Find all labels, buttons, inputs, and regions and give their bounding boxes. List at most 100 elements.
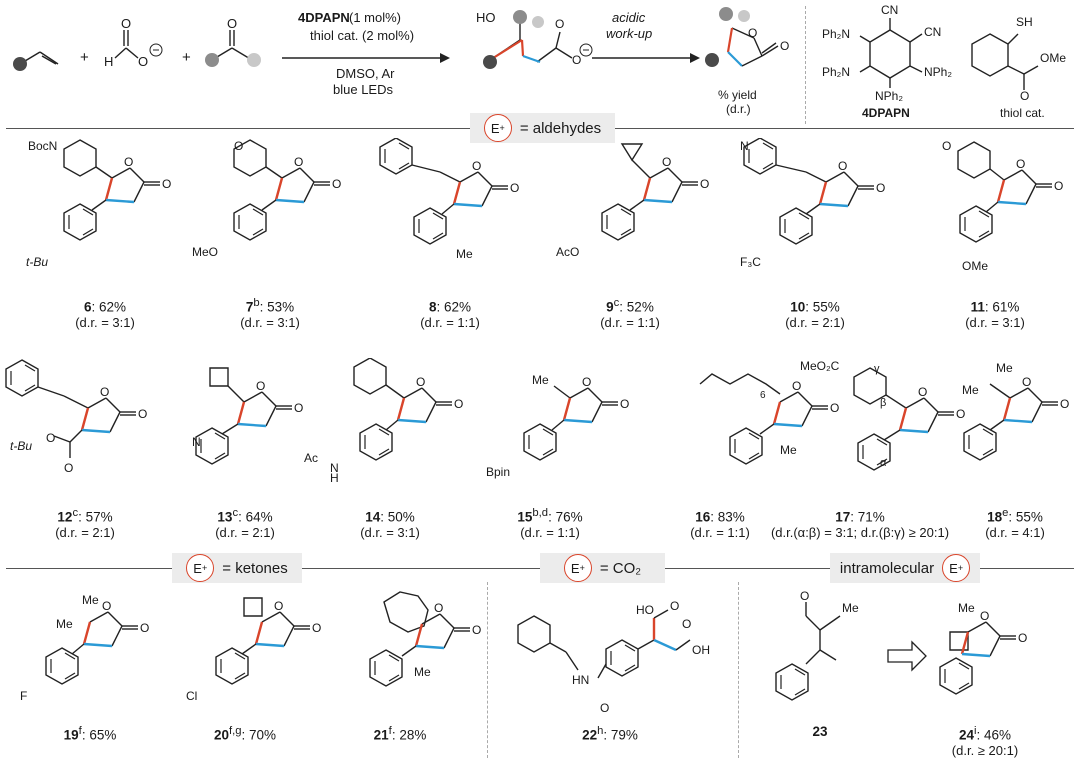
workup-label-2: work-up xyxy=(606,26,652,41)
svg-text:α: α xyxy=(880,457,887,469)
compound-12: O O t-Bu xyxy=(5,359,149,475)
svg-text:O: O xyxy=(942,139,951,153)
compound-15: Me Bpin xyxy=(486,373,631,479)
svg-text:N: N xyxy=(330,461,339,475)
svg-text:O: O xyxy=(64,461,73,475)
carbonyl-ball-1 xyxy=(205,53,219,67)
alkene-ball xyxy=(13,57,27,71)
svg-text:Me: Me xyxy=(456,247,473,261)
carbonyl-reagent xyxy=(211,30,253,61)
intermediate-ball-1 xyxy=(513,10,527,24)
compound-11: O OMe xyxy=(942,139,1065,273)
compound-6: BocN t-Bu xyxy=(26,139,173,269)
svg-text:t-Bu: t-Bu xyxy=(10,439,32,453)
label-6: 6: 62%(d.r. = 3:1) xyxy=(75,299,135,330)
label-9: 9c: 52%(d.r. = 1:1) xyxy=(600,297,660,330)
svg-text:Me: Me xyxy=(958,601,975,615)
label-20: 20f,g: 70% xyxy=(213,725,277,743)
formate-reagent xyxy=(114,30,139,59)
cn-1: CN xyxy=(881,3,898,17)
label-7: 7b: 53%(d.r. = 3:1) xyxy=(240,297,300,330)
svg-text:OH: OH xyxy=(692,643,710,657)
light-label: blue LEDs xyxy=(333,82,393,97)
workup-label-1: acidic xyxy=(612,10,646,25)
lactone-co: O xyxy=(780,39,789,53)
carbonyl-ball-2 xyxy=(247,53,261,67)
yield-label: % yield xyxy=(718,88,757,102)
carboxylate-o: O xyxy=(555,17,564,31)
thiol-o: O xyxy=(1020,89,1029,103)
thiol-loading: thiol cat. (2 mol%) xyxy=(310,28,414,43)
formate-o2: O xyxy=(138,54,148,69)
compound-14: Ac H N xyxy=(304,358,465,485)
thiol-structure xyxy=(971,33,1039,90)
photocat-name: 4DPAPN xyxy=(862,106,910,120)
lactone-o: O xyxy=(748,26,757,40)
svg-text:H: H xyxy=(330,471,339,485)
svg-text:Me: Me xyxy=(996,361,1013,375)
ome-label: OMe xyxy=(1040,51,1066,65)
svg-text:O: O xyxy=(670,599,679,613)
svg-text:F₃C: F₃C xyxy=(740,255,761,269)
svg-text:Me: Me xyxy=(962,383,979,397)
svg-text:N: N xyxy=(740,139,749,153)
compound-23: O Me xyxy=(775,589,859,701)
row1-structures: O O BocN t-Bu O MeO Me xyxy=(0,138,1080,288)
svg-text:Bpin: Bpin xyxy=(486,465,510,479)
divider-ketones-co2 xyxy=(487,582,488,758)
dr-label: (d.r.) xyxy=(726,102,751,116)
compound-10: N F₃C xyxy=(740,138,887,269)
label-8: 8: 62%(d.r. = 1:1) xyxy=(420,299,480,330)
label-10: 10: 55%(d.r. = 2:1) xyxy=(785,299,845,330)
minus-charge-2 xyxy=(579,43,593,57)
formate-h: H xyxy=(104,54,113,69)
label-16: 16: 83%(d.r. = 1:1) xyxy=(690,509,750,540)
label-24: 24i: 46%(d.r. ≥ 20:1) xyxy=(951,725,1019,758)
label-17: 17: 71%(d.r.(α:β) = 3:1; d.r.(β:γ) ≥ 20:… xyxy=(770,509,950,540)
hollow-arrow xyxy=(887,640,927,672)
svg-text:Me: Me xyxy=(780,443,797,457)
divider-co2-intra xyxy=(738,582,739,758)
header-divider xyxy=(805,6,806,124)
label-22: 22h: 79% xyxy=(582,725,638,743)
label-15: 15b,d: 76%(d.r. = 1:1) xyxy=(517,507,583,540)
svg-text:γ: γ xyxy=(874,363,880,375)
banner-co2-label: = CO₂ xyxy=(599,559,642,577)
compound-9: AcO xyxy=(556,143,711,259)
banner-intramolecular-label: intramolecular xyxy=(839,559,935,577)
plus-2: + xyxy=(182,49,191,66)
compound-13: N xyxy=(192,367,305,465)
compound-18: Me Me xyxy=(962,361,1071,461)
svg-text:N: N xyxy=(192,435,201,449)
svg-text:O: O xyxy=(234,139,243,153)
photocat-loading: (1 mol%) xyxy=(349,10,401,25)
svg-text:AcO: AcO xyxy=(556,245,579,259)
svg-text:HO: HO xyxy=(636,603,654,617)
compound-22: HO O O OH HN O xyxy=(517,599,710,715)
label-11: 11: 61%(d.r. = 3:1) xyxy=(965,299,1025,330)
carbonyl-o: O xyxy=(227,16,237,31)
svg-text:t-Bu: t-Bu xyxy=(26,255,48,269)
plus-1: + xyxy=(80,49,89,66)
nph2-1: NPh₂ xyxy=(924,65,952,79)
thiol-name: thiol cat. xyxy=(1000,106,1045,120)
svg-text:O: O xyxy=(682,617,691,631)
formate-o: O xyxy=(121,16,131,31)
banner-aldehydes-label: = aldehydes xyxy=(519,119,602,137)
label-13: 13c: 64%(d.r. = 2:1) xyxy=(215,507,275,540)
photocatalyst-structure xyxy=(859,18,923,88)
hydroxyl-label: HO xyxy=(476,10,496,25)
svg-text:BocN: BocN xyxy=(28,139,57,153)
svg-text:O: O xyxy=(46,431,55,445)
svg-text:MeO₂C: MeO₂C xyxy=(800,359,840,373)
electrophile-badge: E+ xyxy=(483,114,512,142)
intermediate-ball-2 xyxy=(532,16,544,28)
svg-text:Cl: Cl xyxy=(186,689,197,703)
svg-text:Me: Me xyxy=(532,373,549,387)
svg-text:Me: Me xyxy=(414,665,431,679)
minus-charge-1 xyxy=(149,43,163,57)
svg-text:Me: Me xyxy=(82,593,99,607)
intermediate-ball-3 xyxy=(483,55,497,69)
compound-16: 6 Me xyxy=(699,373,841,465)
label-14: 14: 50%(d.r. = 3:1) xyxy=(360,509,420,540)
